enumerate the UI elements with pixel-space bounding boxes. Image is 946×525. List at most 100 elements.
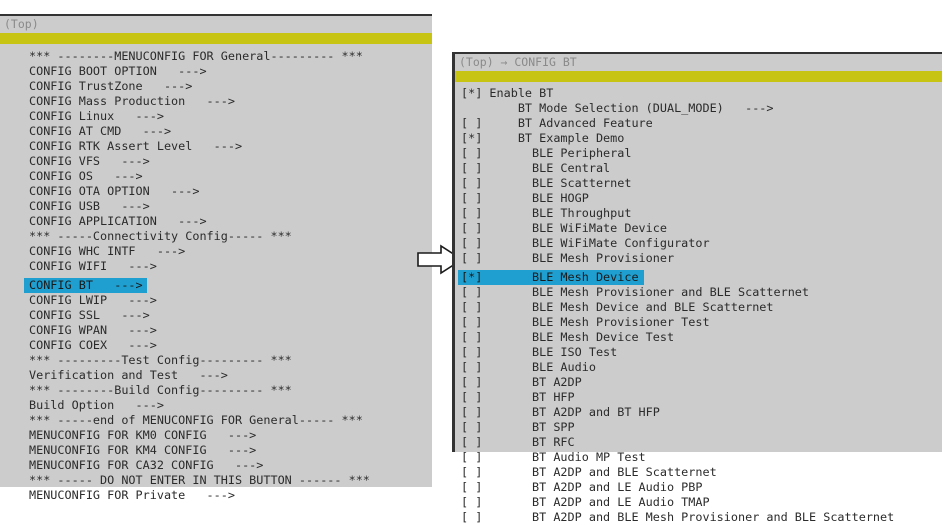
- right-menu-row[interactable]: [ ] BLE WiFiMate Device: [458, 221, 942, 236]
- right-menu-row[interactable]: [ ] BLE Audio: [458, 360, 942, 375]
- right-menu-row[interactable]: [ ] BT Advanced Feature: [458, 116, 942, 131]
- left-menu-row[interactable]: CONFIG AT CMD --->: [24, 124, 432, 139]
- left-menu-row-label: CONFIG BOOT OPTION --->: [29, 64, 207, 78]
- right-panel-breadcrumb: (Top) → CONFIG BT: [455, 54, 942, 71]
- menuconfig-right-panel: (Top) → CONFIG BT [*] Enable BT BT Mode …: [452, 52, 942, 524]
- right-menu-row[interactable]: [ ] BT RFC: [458, 435, 942, 450]
- left-menu-row[interactable]: *** -----end of MENUCONFIG FOR General--…: [24, 413, 432, 428]
- right-menu-row[interactable]: [ ] BT Audio MP Test: [458, 450, 942, 465]
- right-menu-row[interactable]: [ ] BLE Mesh Device and BLE Scatternet: [458, 300, 942, 315]
- left-menu-row-label: CONFIG BT --->: [29, 278, 143, 292]
- left-menu-row[interactable]: CONFIG BOOT OPTION --->: [24, 64, 432, 79]
- right-menu-row-label: [ ] BLE WiFiMate Device: [461, 221, 667, 235]
- right-menu-row-label: [ ] BLE Mesh Device and BLE Scatternet: [461, 300, 774, 314]
- left-menu-row-label: Verification and Test --->: [29, 368, 228, 382]
- left-menu-row[interactable]: MENUCONFIG FOR Private --->: [24, 488, 432, 503]
- right-menu-row-label: [*] Enable BT: [461, 86, 554, 100]
- right-menu-row-label: [ ] BT RFC: [461, 435, 575, 449]
- right-menu-row-label: BT Mode Selection (DUAL_MODE) --->: [461, 101, 774, 115]
- right-menu-row[interactable]: [ ] BLE Peripheral: [458, 146, 942, 161]
- right-menu-row[interactable]: [ ] BT A2DP and BT HFP: [458, 405, 942, 420]
- left-menu-row-label: *** --------MENUCONFIG FOR General------…: [29, 49, 363, 63]
- left-menu-row-label: CONFIG WPAN --->: [29, 323, 157, 337]
- left-panel-menu-list: *** --------MENUCONFIG FOR General------…: [0, 44, 432, 503]
- right-menu-row[interactable]: [ ] BLE Central: [458, 161, 942, 176]
- right-menu-row-label: [*] BT Example Demo: [461, 131, 625, 145]
- left-menu-row[interactable]: CONFIG Mass Production --->: [24, 94, 432, 109]
- right-menu-selected-row[interactable]: [*] BLE Mesh Device: [458, 270, 644, 285]
- left-menu-row-label: MENUCONFIG FOR KM0 CONFIG --->: [29, 428, 257, 442]
- menuconfig-left-panel: (Top) *** --------MENUCONFIG FOR General…: [0, 14, 432, 502]
- right-menu-row-label: [ ] BLE Central: [461, 161, 611, 175]
- right-menu-row[interactable]: [ ] BT A2DP and BLE Scatternet: [458, 465, 942, 480]
- right-menu-row[interactable]: [ ] BLE Mesh Provisioner Test: [458, 315, 942, 330]
- right-menu-row-label: [ ] BLE Throughput: [461, 206, 632, 220]
- left-menu-row[interactable]: CONFIG RTK Assert Level --->: [24, 139, 432, 154]
- left-menu-row[interactable]: *** ----- DO NOT ENTER IN THIS BUTTON --…: [24, 473, 432, 488]
- right-menu-row[interactable]: [ ] BLE Throughput: [458, 206, 942, 221]
- right-menu-row[interactable]: [ ] BLE Mesh Provisioner: [458, 251, 942, 266]
- left-menu-row-label: *** ---------Test Config--------- ***: [29, 353, 292, 367]
- right-menu-row-label: [ ] BT A2DP and BT HFP: [461, 405, 660, 419]
- left-menu-row[interactable]: *** --------Build Config--------- ***: [24, 383, 432, 398]
- right-menu-row[interactable]: [ ] BT A2DP and BLE Mesh Provisioner and…: [458, 510, 942, 525]
- left-menu-row-label: CONFIG USB --->: [29, 199, 150, 213]
- right-menu-row-label: [ ] BLE Audio: [461, 360, 596, 374]
- left-panel-title: (Top): [0, 16, 432, 33]
- left-menu-selected-row[interactable]: CONFIG BT --->: [24, 278, 147, 293]
- left-menu-row[interactable]: CONFIG OTA OPTION --->: [24, 184, 432, 199]
- right-menu-row[interactable]: [ ] BT HFP: [458, 390, 942, 405]
- right-block-arrow-icon: [417, 243, 464, 276]
- right-menu-row[interactable]: [ ] BT SPP: [458, 420, 942, 435]
- right-menu-row[interactable]: BT Mode Selection (DUAL_MODE) --->: [458, 101, 942, 116]
- left-menu-row-label: CONFIG WHC INTF --->: [29, 244, 186, 258]
- right-menu-row[interactable]: [ ] BLE Scatternet: [458, 176, 942, 191]
- left-menu-row[interactable]: MENUCONFIG FOR KM0 CONFIG --->: [24, 428, 432, 443]
- left-menu-row-label: CONFIG COEX --->: [29, 338, 157, 352]
- left-menu-row-label: CONFIG WIFI --->: [29, 259, 157, 273]
- right-menu-row-label: [*] BLE Mesh Device: [461, 270, 639, 284]
- left-menu-row[interactable]: CONFIG WIFI --->: [24, 259, 432, 274]
- left-menu-row[interactable]: CONFIG TrustZone --->: [24, 79, 432, 94]
- right-menu-row[interactable]: [*] BT Example Demo: [458, 131, 942, 146]
- left-menu-row[interactable]: CONFIG COEX --->: [24, 338, 432, 353]
- left-menu-row[interactable]: CONFIG Linux --->: [24, 109, 432, 124]
- left-menu-row[interactable]: Verification and Test --->: [24, 368, 432, 383]
- right-menu-row-label: [ ] BLE HOGP: [461, 191, 589, 205]
- left-menu-row-label: CONFIG TrustZone --->: [29, 79, 193, 93]
- left-menu-row[interactable]: CONFIG USB --->: [24, 199, 432, 214]
- left-menu-row-label: CONFIG RTK Assert Level --->: [29, 139, 243, 153]
- left-menu-row-label: CONFIG Linux --->: [29, 109, 164, 123]
- left-menu-row-label: *** --------Build Config--------- ***: [29, 383, 292, 397]
- right-menu-row[interactable]: [ ] BT A2DP and LE Audio TMAP: [458, 495, 942, 510]
- left-menu-row-label: *** ----- DO NOT ENTER IN THIS BUTTON --…: [29, 473, 370, 487]
- left-menu-row[interactable]: *** --------MENUCONFIG FOR General------…: [24, 49, 432, 64]
- left-menu-row-label: CONFIG APPLICATION --->: [29, 214, 207, 228]
- right-menu-row[interactable]: [*] Enable BT: [458, 86, 942, 101]
- right-menu-row-label: [ ] BLE Mesh Provisioner Test: [461, 315, 710, 329]
- left-menu-row[interactable]: CONFIG WHC INTF --->: [24, 244, 432, 259]
- right-menu-row[interactable]: [ ] BT A2DP: [458, 375, 942, 390]
- left-menu-row[interactable]: CONFIG LWIP --->: [24, 293, 432, 308]
- right-menu-row[interactable]: [ ] BLE WiFiMate Configurator: [458, 236, 942, 251]
- left-menu-row[interactable]: CONFIG APPLICATION --->: [24, 214, 432, 229]
- right-menu-row-label: [ ] BT HFP: [461, 390, 575, 404]
- right-menu-row[interactable]: [ ] BLE Mesh Device Test: [458, 330, 942, 345]
- right-menu-row-label: [ ] BT A2DP and BLE Scatternet: [461, 465, 717, 479]
- left-menu-row[interactable]: MENUCONFIG FOR CA32 CONFIG --->: [24, 458, 432, 473]
- left-menu-row[interactable]: Build Option --->: [24, 398, 432, 413]
- left-menu-row[interactable]: *** -----Connectivity Config----- ***: [24, 229, 432, 244]
- left-menu-row[interactable]: CONFIG WPAN --->: [24, 323, 432, 338]
- left-menu-row-label: MENUCONFIG FOR KM4 CONFIG --->: [29, 443, 257, 457]
- left-menu-row[interactable]: MENUCONFIG FOR KM4 CONFIG --->: [24, 443, 432, 458]
- right-menu-row[interactable]: [ ] BLE ISO Test: [458, 345, 942, 360]
- left-menu-row-label: CONFIG OTA OPTION --->: [29, 184, 200, 198]
- left-menu-row[interactable]: *** ---------Test Config--------- ***: [24, 353, 432, 368]
- right-menu-row[interactable]: [ ] BLE Mesh Provisioner and BLE Scatter…: [458, 285, 942, 300]
- right-menu-row-label: [ ] BLE WiFiMate Configurator: [461, 236, 710, 250]
- right-menu-row[interactable]: [ ] BT A2DP and LE Audio PBP: [458, 480, 942, 495]
- left-menu-row[interactable]: CONFIG SSL --->: [24, 308, 432, 323]
- right-menu-row[interactable]: [ ] BLE HOGP: [458, 191, 942, 206]
- left-menu-row[interactable]: CONFIG OS --->: [24, 169, 432, 184]
- left-menu-row[interactable]: CONFIG VFS --->: [24, 154, 432, 169]
